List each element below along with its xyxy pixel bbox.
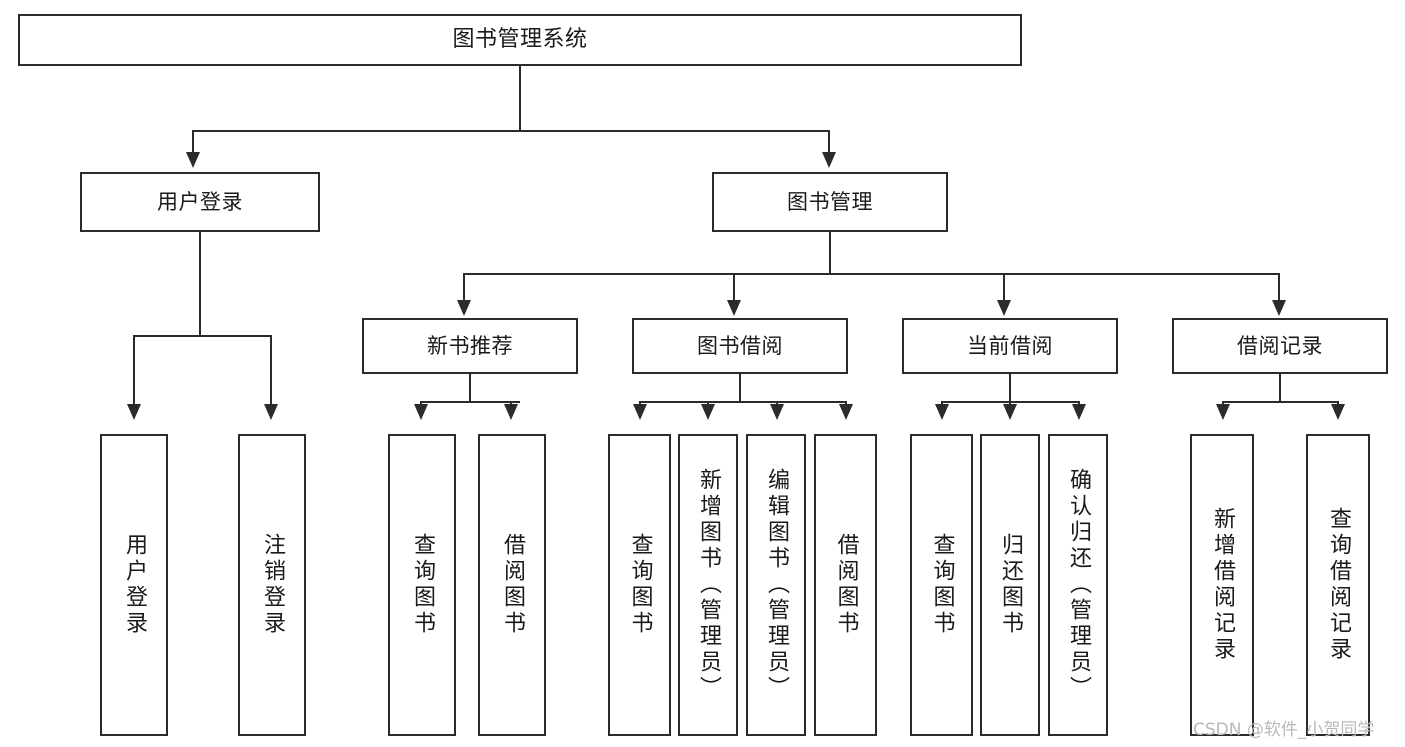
node-label: 用户登录 (157, 189, 243, 214)
arrowhead-leaf-1 (127, 404, 141, 420)
connector-book-mgmt-drop-3 (1003, 273, 1005, 304)
leaf-logout[interactable]: 注销登录 (238, 434, 306, 736)
connector-root-bus (192, 130, 830, 132)
connector-user-login-bus (133, 335, 272, 337)
node-label: 图书管理 (787, 189, 873, 214)
node-label: 当前借阅 (967, 333, 1053, 358)
node-label: 查询图书 (410, 533, 435, 637)
connector-current-stem (1009, 374, 1011, 402)
arrowhead-level3-1 (457, 300, 471, 316)
arrowhead-root-to-user-login (186, 152, 200, 168)
node-label: 用户登录 (122, 533, 147, 637)
arrowhead-leaf-7 (770, 404, 784, 420)
arrowhead-leaf-9 (935, 404, 949, 420)
leaf-confirm-return-admin[interactable]: 确认归还（管理员） (1048, 434, 1108, 736)
leaf-query-book-current[interactable]: 查询图书 (910, 434, 973, 736)
node-label: 新增借阅记录 (1210, 507, 1235, 663)
leaf-add-borrow-record[interactable]: 新增借阅记录 (1190, 434, 1254, 736)
node-current-borrow[interactable]: 当前借阅 (902, 318, 1118, 374)
arrowhead-leaf-5 (633, 404, 647, 420)
node-label: 新增图书（管理员） (696, 468, 721, 702)
connector-root-stem (519, 66, 521, 131)
connector-borrow-stem (739, 374, 741, 402)
node-label: 新书推荐 (427, 333, 513, 358)
csdn-watermark: CSDN @软件_小贺同学 (1193, 720, 1375, 740)
node-label: 查询借阅记录 (1326, 507, 1351, 663)
leaf-query-borrow-record[interactable]: 查询借阅记录 (1306, 434, 1370, 736)
leaf-query-book-borrow[interactable]: 查询图书 (608, 434, 671, 736)
node-book-management[interactable]: 图书管理 (712, 172, 948, 232)
arrowhead-leaf-4 (504, 404, 518, 420)
connector-book-mgmt-drop-1 (463, 273, 465, 304)
connector-record-stem (1279, 374, 1281, 402)
arrowhead-leaf-12 (1216, 404, 1230, 420)
node-label: 查询图书 (929, 533, 955, 637)
node-label: 查询图书 (627, 533, 653, 637)
node-label: 确认归还（管理员） (1066, 468, 1091, 702)
node-new-book-recommend[interactable]: 新书推荐 (362, 318, 578, 374)
node-label: 图书借阅 (697, 333, 783, 358)
connector-borrow-bus (639, 401, 847, 403)
node-label: 注销登录 (260, 533, 285, 637)
connector-recommend-bus (420, 401, 520, 403)
node-book-borrow[interactable]: 图书借阅 (632, 318, 848, 374)
leaf-add-book-admin[interactable]: 新增图书（管理员） (678, 434, 738, 736)
leaf-user-login[interactable]: 用户登录 (100, 434, 168, 736)
arrowhead-leaf-8 (839, 404, 853, 420)
arrowhead-level3-4 (1272, 300, 1286, 316)
connector-record-bus (1222, 401, 1339, 403)
connector-book-mgmt-drop-4 (1278, 273, 1280, 304)
arrowhead-leaf-3 (414, 404, 428, 420)
leaf-borrow-book-recommend[interactable]: 借阅图书 (478, 434, 546, 736)
connector-book-mgmt-bus (463, 273, 1280, 275)
leaf-borrow-book[interactable]: 借阅图书 (814, 434, 877, 736)
arrowhead-root-to-book-mgmt (822, 152, 836, 168)
node-label: 借阅图书 (833, 533, 859, 637)
connector-user-login-stem (199, 232, 201, 336)
node-user-login[interactable]: 用户登录 (80, 172, 320, 232)
connector-root-to-user-login (192, 130, 194, 156)
arrowhead-leaf-11 (1072, 404, 1086, 420)
arrowhead-leaf-6 (701, 404, 715, 420)
node-label: 借阅图书 (500, 533, 525, 637)
connector-user-login-drop-2 (270, 335, 272, 408)
arrowhead-leaf-10 (1003, 404, 1017, 420)
connector-root-to-book-mgmt (828, 130, 830, 156)
node-label: 归还图书 (998, 533, 1023, 637)
connector-user-login-drop-1 (133, 335, 135, 408)
arrowhead-level3-2 (727, 300, 741, 316)
connector-book-mgmt-drop-2 (733, 273, 735, 304)
node-label: 图书管理系统 (452, 27, 588, 53)
node-borrow-record[interactable]: 借阅记录 (1172, 318, 1388, 374)
arrowhead-leaf-2 (264, 404, 278, 420)
node-label: 借阅记录 (1237, 333, 1323, 358)
leaf-query-book-recommend[interactable]: 查询图书 (388, 434, 456, 736)
arrowhead-leaf-13 (1331, 404, 1345, 420)
node-label: 编辑图书（管理员） (764, 468, 789, 702)
connector-recommend-stem (469, 374, 471, 402)
node-root-system[interactable]: 图书管理系统 (18, 14, 1022, 66)
leaf-return-book[interactable]: 归还图书 (980, 434, 1040, 736)
arrowhead-level3-3 (997, 300, 1011, 316)
leaf-edit-book-admin[interactable]: 编辑图书（管理员） (746, 434, 806, 736)
connector-book-mgmt-stem (829, 232, 831, 274)
